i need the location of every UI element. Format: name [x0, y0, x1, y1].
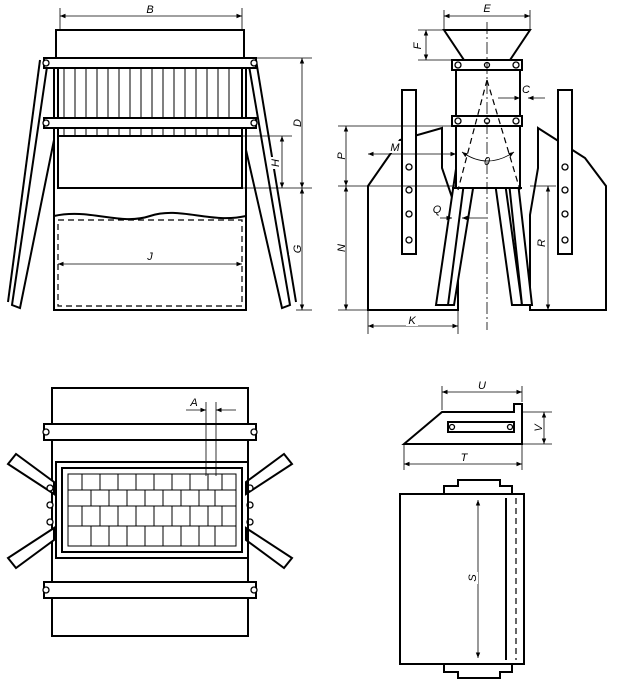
side-bolts: [454, 61, 520, 125]
side-right-post-holes: [561, 163, 569, 244]
front-legs: [7, 59, 297, 310]
front-bolts: [42, 59, 258, 127]
dim-k: K: [368, 314, 458, 329]
label-t: T: [461, 452, 469, 464]
label-v: V: [533, 423, 545, 432]
top-mould-outer: [55, 461, 249, 559]
top-mould-inner: [61, 467, 243, 553]
side-view: θ E F C M: [333, 2, 607, 334]
dim-p: P: [333, 126, 349, 186]
front-lower-clamp: [43, 117, 257, 129]
top-clamp-bolts: [42, 428, 258, 594]
part-handle-bolt-right: [506, 423, 514, 431]
side-right-post: [557, 89, 573, 255]
label-g: G: [292, 244, 304, 253]
dim-n: N: [333, 186, 349, 310]
dim-v: V: [522, 411, 552, 445]
part-handle-bolt-left: [448, 423, 456, 431]
dim-d: D: [289, 58, 305, 188]
theta-arc: [461, 151, 515, 162]
label-a: A: [189, 397, 197, 409]
front-view: B J D H G: [7, 3, 312, 311]
dim-h: H: [269, 136, 285, 188]
dim-q: Q: [433, 204, 486, 221]
label-e: E: [483, 3, 491, 15]
dim-b: B: [59, 3, 243, 30]
side-left-post: [401, 89, 417, 255]
theta-line-right: [486, 79, 521, 191]
top-brick-pattern: [67, 473, 237, 547]
label-c: C: [522, 84, 530, 96]
part-elevation: [401, 403, 523, 445]
dim-m: M: [368, 141, 456, 157]
top-upper-clamp: [43, 423, 257, 441]
dim-a: A: [186, 397, 236, 476]
label-q: Q: [433, 204, 442, 216]
dim-c: C: [498, 84, 545, 101]
part-plan: [399, 493, 525, 665]
side-left-post-holes: [405, 163, 413, 244]
label-r: R: [536, 239, 548, 247]
side-frame: [455, 69, 521, 189]
label-j: J: [146, 251, 153, 263]
front-break-line: [53, 211, 247, 221]
dim-e: E: [443, 2, 531, 30]
label-b: B: [146, 4, 153, 16]
label-p: P: [336, 152, 348, 160]
side-right-panel: [529, 126, 607, 311]
part-handle-slot: [447, 421, 515, 433]
side-extension-lines: [338, 125, 556, 334]
dim-f: F: [412, 29, 452, 61]
label-u: U: [478, 380, 486, 392]
part-detail-view: U V T S: [399, 379, 552, 679]
top-lower-clamp: [43, 581, 257, 599]
dim-u: U: [441, 379, 523, 410]
label-f: F: [412, 41, 424, 49]
label-s: S: [467, 574, 479, 582]
dim-r: R: [535, 186, 551, 310]
top-side-arms: [6, 452, 294, 570]
dim-j: J: [58, 250, 242, 267]
dim-s: S: [466, 500, 481, 658]
part-top-handle: [443, 479, 513, 494]
front-box: [53, 57, 247, 311]
label-h: H: [270, 159, 282, 167]
label-n: N: [336, 244, 348, 252]
theta-line-left: [457, 79, 488, 191]
front-grid-bars: [63, 68, 230, 136]
front-lid: [55, 29, 245, 59]
part-bottom-handle: [443, 664, 513, 679]
label-k: K: [408, 315, 416, 327]
dim-t: T: [403, 444, 523, 470]
label-m: M: [390, 142, 400, 154]
dim-g: G: [289, 188, 305, 310]
label-d: D: [292, 119, 304, 127]
front-hidden-box: [57, 219, 243, 307]
front-upper-clamp: [43, 57, 257, 69]
top-view: A: [6, 387, 294, 637]
label-theta: θ: [484, 156, 490, 168]
